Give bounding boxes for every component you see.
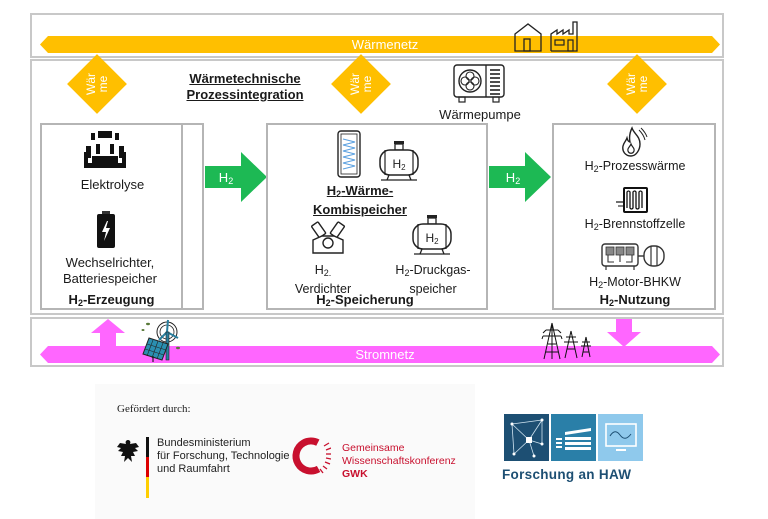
heat-pump-icon bbox=[453, 64, 505, 103]
funded-by-label: Gefördert durch: bbox=[117, 403, 191, 415]
power-grid-arrow bbox=[40, 346, 720, 363]
power-grid-label: Stromnetz bbox=[355, 347, 415, 362]
h2-arrow-generation-to-storage bbox=[205, 152, 267, 202]
compressor-icon bbox=[311, 221, 345, 254]
combi-storage-tank-icon bbox=[337, 130, 361, 178]
inverter-battery-label: Wechselrichter,Batteriespeicher bbox=[63, 255, 157, 286]
haw-building-icon bbox=[551, 414, 596, 461]
fuel-cell-icon bbox=[616, 187, 648, 213]
combi-storage-label: H2-Wärme-Kombispeicher bbox=[313, 183, 407, 217]
electrolysis-label: Elektrolyse bbox=[80, 177, 145, 192]
generation-title: H2-Erzeugung bbox=[68, 292, 155, 308]
usage-box bbox=[552, 123, 716, 310]
electrolyzer-icon bbox=[84, 131, 126, 168]
h2-arrow-label-1: H2 bbox=[218, 170, 234, 186]
h2-tank-icon: H2 bbox=[379, 141, 419, 181]
engine-chp-label: H2-Motor-BHKW bbox=[589, 275, 681, 290]
house-icon bbox=[514, 23, 542, 52]
h2-arrow-storage-to-usage bbox=[489, 152, 551, 202]
funding-panel bbox=[95, 384, 475, 519]
fuel-cell-label: H2-Brennstoffzelle bbox=[584, 217, 686, 232]
solar-wind-icon bbox=[141, 319, 180, 362]
h2-arrow-label-2: H2 bbox=[505, 170, 521, 186]
process-heat-label: H2-Prozesswärme bbox=[584, 159, 686, 174]
flame-icon bbox=[622, 126, 648, 157]
haw-network-icon bbox=[504, 414, 549, 461]
pressure-tank-icon: H2 bbox=[412, 215, 452, 255]
heat-network-label: Wärmenetz bbox=[351, 37, 419, 52]
usage-title: H2-Nutzung bbox=[599, 292, 671, 308]
haw-monitor-icon bbox=[598, 414, 643, 461]
german-flag-bar bbox=[146, 437, 149, 498]
heat-pump-label: Wärmepumpe bbox=[439, 107, 521, 122]
storage-box bbox=[266, 123, 488, 310]
gwk-logo-icon bbox=[292, 437, 331, 475]
battery-icon bbox=[97, 211, 115, 248]
power-pylons-icon bbox=[541, 322, 591, 360]
factory-icon bbox=[550, 21, 578, 52]
storage-title: H2-Speicherung bbox=[316, 292, 414, 308]
heat-network-arrow bbox=[40, 36, 720, 53]
haw-label: Forschung an HAW bbox=[502, 467, 632, 482]
compressor-label: H2.Verdichter bbox=[294, 263, 352, 296]
power-up-arrow bbox=[91, 319, 125, 349]
engine-chp-icon bbox=[601, 243, 665, 270]
power-down-arrow bbox=[607, 319, 641, 347]
federal-eagle-icon bbox=[117, 440, 139, 462]
pressure-tank-label: H2-Druckgas-speicher bbox=[395, 263, 471, 296]
